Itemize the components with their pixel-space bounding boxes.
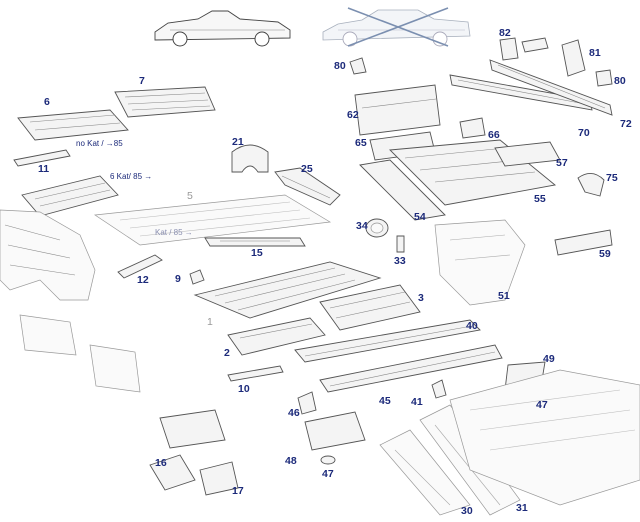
label-part-9: 9 <box>175 273 181 285</box>
part-12-brace <box>117 254 163 279</box>
part-7-trunk-floor <box>114 86 216 118</box>
label-part-34: 34 <box>356 220 368 232</box>
label-part-25: 25 <box>301 163 313 175</box>
part-25-rail <box>274 167 341 206</box>
part-48-support <box>304 411 366 451</box>
rear-body-assembly <box>449 369 640 506</box>
label-part-59: 59 <box>599 248 611 260</box>
part-75-bracket <box>577 173 605 197</box>
part-floor-piece <box>159 409 226 449</box>
note-kat-85-faint: Kat / 85 → <box>155 228 193 237</box>
label-part-7: 7 <box>139 75 145 87</box>
part-59-bracket <box>554 229 613 256</box>
part-46-mount <box>297 391 317 415</box>
coupe-car-illustration-crossed <box>322 7 471 47</box>
part-6-rear-floor-pan <box>17 109 129 141</box>
label-part-49: 49 <box>543 353 555 365</box>
label-part-17: 17 <box>232 485 244 497</box>
part-21-wheel-arch <box>231 144 269 173</box>
part-10-strip <box>227 365 284 382</box>
label-part-3: 3 <box>418 292 424 304</box>
label-part-55: 55 <box>534 193 546 205</box>
label-part-75: 75 <box>606 172 618 184</box>
label-part-65: 65 <box>355 137 367 149</box>
label-part-40: 40 <box>466 320 478 332</box>
part-17-bracket <box>199 461 239 496</box>
note-no-kat-85: no Kat / →85 <box>76 139 123 148</box>
label-part-70: 70 <box>578 127 590 139</box>
label-part-16: 16 <box>155 457 167 469</box>
label-part-47-right: 47 <box>536 399 548 411</box>
label-part-47: 47 <box>322 468 334 480</box>
part-16-bracket <box>149 454 196 491</box>
label-part-72: 72 <box>620 118 632 130</box>
left-body-structure <box>0 209 141 393</box>
label-part-31: 31 <box>516 502 528 514</box>
label-part-30: 30 <box>461 505 473 517</box>
part-72-rail <box>489 59 613 116</box>
label-part-6: 6 <box>44 96 50 108</box>
part-11-crossmember <box>13 149 71 167</box>
part-81-hinge <box>561 39 586 77</box>
part-34-seal-ring-inner <box>370 222 384 234</box>
label-part-45: 45 <box>379 395 391 407</box>
label-part-12: 12 <box>137 274 149 286</box>
label-part-62: 62 <box>347 109 359 121</box>
part-45-rocker <box>319 344 503 393</box>
label-part-1: 1 <box>207 316 213 328</box>
label-part-81: 81 <box>589 47 601 59</box>
label-part-66: 66 <box>488 129 500 141</box>
note-kat-85: 6 Kat/ 85 → <box>110 172 153 181</box>
part-47-grommet <box>320 455 336 465</box>
roadster-car-illustration <box>154 10 291 47</box>
part-5-floor-assembly-faint <box>93 194 332 246</box>
part-80-mount-right <box>595 69 613 87</box>
label-part-54: 54 <box>414 211 426 223</box>
label-part-48: 48 <box>285 455 297 467</box>
label-part-51: 51 <box>498 290 510 302</box>
part-70-rail <box>449 74 593 111</box>
part-51-wheelhouse <box>434 219 526 306</box>
part-66-bracket <box>459 117 486 139</box>
label-part-15: 15 <box>251 247 263 259</box>
part-41-bracket <box>431 379 447 399</box>
part-15-bracket <box>204 237 306 247</box>
label-part-41: 41 <box>411 396 423 408</box>
label-part-2: 2 <box>224 347 230 359</box>
label-part-11: 11 <box>38 163 50 175</box>
part-82-hinge <box>499 37 519 61</box>
label-part-21: 21 <box>232 136 244 148</box>
part-62-trunk-section <box>354 84 441 136</box>
part-1-main-floor <box>193 261 382 319</box>
part-2-floor-section <box>227 317 326 356</box>
part-6-kat-floor-variant <box>21 175 119 217</box>
part-57-panel <box>494 141 561 167</box>
label-part-10: 10 <box>238 383 250 395</box>
label-part-57: 57 <box>556 157 568 169</box>
part-40-sill <box>294 319 481 363</box>
label-part-80: 80 <box>334 60 346 72</box>
part-3-floor-half <box>319 284 421 331</box>
label-part-46: 46 <box>288 407 300 419</box>
part-80-mount-left <box>349 57 367 75</box>
part-33-bolt <box>396 235 405 253</box>
label-part-5: 5 <box>187 190 193 202</box>
label-part-33: 33 <box>394 255 406 267</box>
label-part-80-right: 80 <box>614 75 626 87</box>
label-part-82: 82 <box>499 27 511 39</box>
part-9-clip <box>189 269 205 285</box>
part-82-latch <box>521 37 549 53</box>
